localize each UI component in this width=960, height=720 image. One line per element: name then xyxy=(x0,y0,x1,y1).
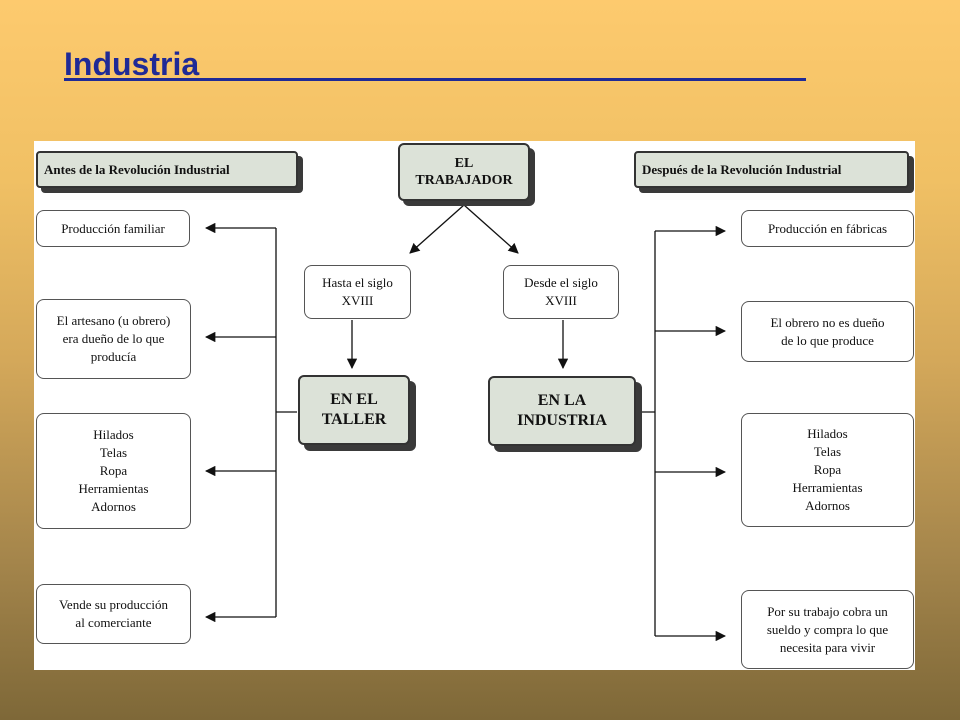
concept-map: Antes de la Revolución Industrial Despué… xyxy=(34,141,915,670)
left-item-artisan-owner: El artesano (u obrero) era dueño de lo q… xyxy=(36,299,191,379)
left-item-sells-to-merchant: Vende su producción al comerciante xyxy=(36,584,191,644)
title-underline xyxy=(64,78,806,81)
slide-title: Industria xyxy=(64,46,200,82)
right-item-products: Hilados Telas Ropa Herramientas Adornos xyxy=(741,413,914,527)
left-item-family-production: Producción familiar xyxy=(36,210,190,247)
period-until-xviii: Hasta el siglo XVIII xyxy=(304,265,411,319)
right-item-factory-production: Producción en fábricas xyxy=(741,210,914,247)
workshop-node: EN EL TALLER xyxy=(298,375,410,445)
worker-center-node: EL TRABAJADOR xyxy=(398,143,530,201)
right-item-worker-not-owner: El obrero no es dueño de lo que produce xyxy=(741,301,914,362)
connector-lines xyxy=(204,204,727,642)
industry-node: EN LA INDUSTRIA xyxy=(488,376,636,446)
before-revolution-header: Antes de la Revolución Industrial xyxy=(36,151,298,188)
right-item-salary: Por su trabajo cobra un sueldo y compra … xyxy=(741,590,914,669)
period-from-xviii: Desde el siglo XVIII xyxy=(503,265,619,319)
after-revolution-header: Después de la Revolución Industrial xyxy=(634,151,909,188)
left-item-products: Hilados Telas Ropa Herramientas Adornos xyxy=(36,413,191,529)
